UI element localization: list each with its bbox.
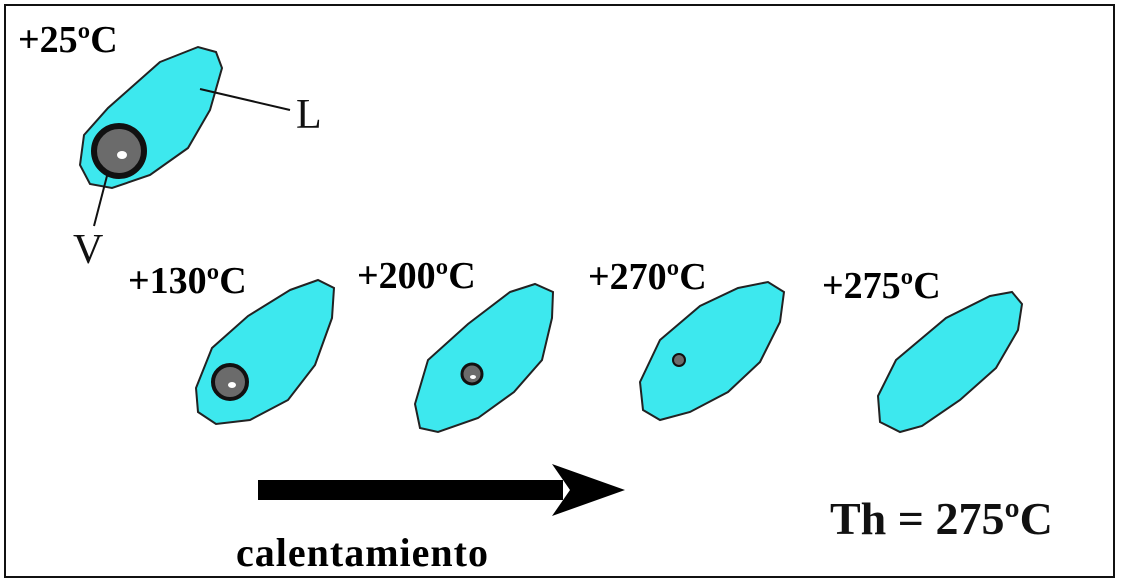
- vapor-highlight-stage-3: [470, 375, 476, 379]
- temp-label-stage-3: +200ºC: [357, 255, 476, 297]
- vapor-bubble-stage-2: [211, 363, 249, 401]
- temp-label-stage-1: +25ºC: [18, 19, 118, 61]
- inclusion-stage-3: [413, 282, 555, 434]
- vapor-highlight-stage-1: [117, 151, 127, 159]
- liquid-label: L: [296, 92, 322, 138]
- vapor-bubble-stage-1: [91, 123, 147, 179]
- homogenization-temperature: Th = 275ºC: [830, 493, 1053, 544]
- vapor-bubble-stage-3: [460, 362, 484, 386]
- heating-arrow: [258, 464, 625, 516]
- inclusion-stage-5: [876, 290, 1024, 434]
- inclusion-stage-4: [638, 280, 786, 422]
- temp-label-stage-2: +130ºC: [128, 260, 247, 302]
- vapor-leader-line: [93, 171, 109, 227]
- temp-label-stage-5: +275ºC: [822, 265, 941, 307]
- liquid-leader-line: [199, 88, 291, 111]
- temp-label-stage-4: +270ºC: [588, 256, 707, 298]
- figure-border: [4, 4, 1115, 578]
- vapor-bubble-stage-4: [672, 353, 686, 367]
- heating-label: calentamiento: [236, 530, 489, 575]
- vapor-highlight-stage-2: [228, 382, 236, 388]
- vapor-label: V: [73, 227, 103, 273]
